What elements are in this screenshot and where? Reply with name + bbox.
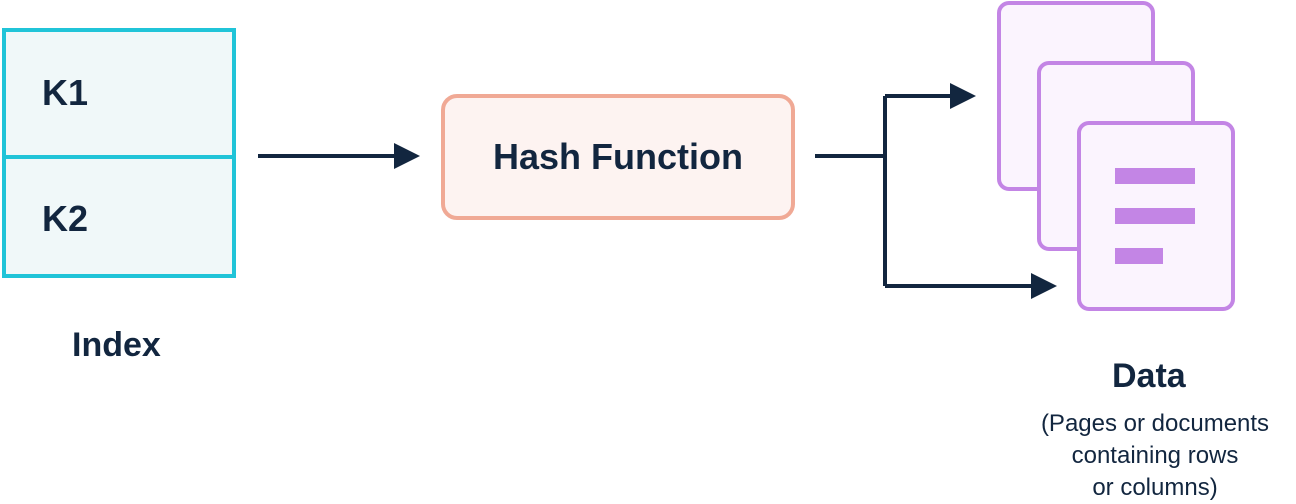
index-key-k1: K1 <box>42 72 89 113</box>
index-row-divider <box>6 155 232 159</box>
hash-function-box: Hash Function <box>441 94 795 220</box>
upper-arrowhead <box>950 83 976 109</box>
hash-function-label: Hash Function <box>493 136 743 177</box>
document-text-line-icon <box>1115 208 1195 224</box>
index-key-k2: K2 <box>42 198 89 239</box>
document-text-line-icon <box>1115 248 1163 264</box>
hash-to-data-branch-arrows <box>815 83 1057 299</box>
data-description: (Pages or documents containing rows or c… <box>1040 410 1270 501</box>
data-document-front <box>1077 121 1235 311</box>
index-caption: Index <box>72 326 161 364</box>
lower-arrowhead <box>1031 273 1057 299</box>
index-table: K1 K2 <box>2 28 236 278</box>
index-to-hash-arrow <box>258 143 420 169</box>
document-text-line-icon <box>1115 168 1195 184</box>
data-caption: Data <box>1112 357 1186 395</box>
